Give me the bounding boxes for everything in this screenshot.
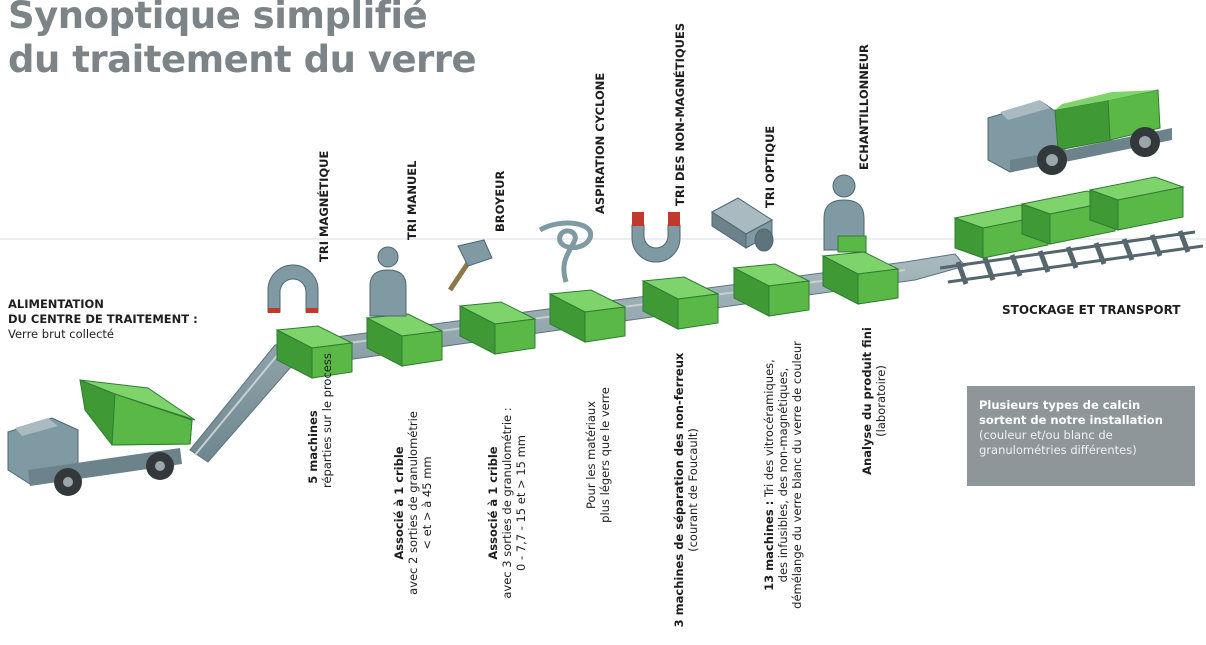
step-note-magnetic-sort: 5 machines réparties sur le process [306, 353, 334, 488]
storage-label: STOCKAGE ET TRANSPORT [1002, 303, 1181, 317]
note-line: des infusibles, des non-magnétiques, [776, 367, 790, 583]
step-name-cyclone: ASPIRATION CYCLONE [593, 72, 607, 214]
note-line: 0 - 7,7 - 15 et > 15 mm [514, 434, 528, 572]
note-bold: 13 machines : [762, 500, 776, 591]
note-line: démélange du verre blanc du verre de cou… [790, 341, 804, 609]
camera-icon [711, 197, 774, 252]
machine-box [365, 313, 444, 367]
dump-truck-icon [7, 379, 196, 496]
step-note-non-magnetic-sort: 3 machines de séparation des non-ferreux… [672, 340, 700, 640]
cyclone-icon [538, 220, 594, 283]
worker-icon [823, 174, 867, 253]
step-name-crusher: BROYEUR [493, 170, 507, 232]
intake-line-1: ALIMENTATION [8, 297, 104, 311]
step-note-sampler: Analyse du produit fini (laboratoire) [860, 326, 888, 476]
step-note-manual-sort: Associé à 1 crible avec 2 sorties de gra… [392, 394, 434, 612]
info-line-2: sortent de notre installation [979, 413, 1163, 427]
worker-icon [369, 246, 407, 317]
note-line: avec 3 sorties de granulométrie : [500, 407, 514, 599]
step-name-non-magnetic-sort: TRI DES NON-MAGNÉTIQUES [673, 22, 687, 206]
step-note-crusher: Associé à 1 crible avec 3 sorties de gra… [486, 384, 528, 622]
machine-box [548, 289, 627, 343]
note-line: < et > à 45 mm [420, 456, 434, 550]
intake-label: ALIMENTATION DU CENTRE DE TRAITEMENT : V… [8, 297, 198, 342]
page-title: Synoptique simplifié du traitement du ve… [8, 0, 477, 82]
machine-box [821, 251, 900, 305]
step-name-manual-sort: TRI MANUEL [405, 160, 419, 240]
railway [939, 230, 1204, 285]
step-name-sampler: ECHANTILLONNEUR [857, 44, 871, 170]
note-line: réparties sur le process [320, 353, 334, 488]
note-bold: Associé à 1 crible [486, 446, 500, 560]
title-line-2: du traitement du verre [8, 38, 477, 81]
machine-box [732, 263, 811, 317]
intake-line-2: DU CENTRE DE TRAITEMENT : [8, 312, 198, 326]
note-line: (courant de Foucault) [686, 428, 700, 552]
machine-box [275, 325, 354, 379]
note-bold: Associé à 1 crible [392, 446, 406, 560]
truck-icon [987, 89, 1172, 175]
note-line: avec 2 sorties de granulométrie [406, 411, 420, 595]
note-bold: 5 machines [306, 410, 320, 484]
info-line-1: Plusieurs types de calcin [979, 398, 1141, 412]
step-note-optical-sort: 13 machines : Tri des vitrocéramiques, d… [762, 310, 804, 640]
step-name-optical-sort: TRI OPTIQUE [763, 125, 777, 208]
train-icon [953, 176, 1185, 259]
machine-box [458, 301, 537, 355]
info-box: Plusieurs types de calcin sortent de not… [967, 386, 1195, 486]
magnet-icon [631, 212, 681, 263]
note-line: Tri des vitrocéramiques, [762, 359, 776, 501]
note-line: (laboratoire) [874, 365, 888, 437]
note-line: plus légers que le verre [598, 387, 612, 523]
hammer-icon [447, 239, 493, 292]
machine-boxes [275, 251, 900, 379]
magnet-icon [267, 264, 319, 313]
machine-box [641, 276, 720, 330]
step-note-cyclone: Pour les matériaux plus légers que le ve… [584, 380, 612, 530]
step-name-magnetic-sort: TRI MAGNÉTIQUE [317, 150, 331, 262]
title-line-1: Synoptique simplifié [8, 0, 428, 37]
info-line-4: granulométries différentes) [979, 443, 1137, 457]
info-line-3: (couleur et/ou blanc de [979, 428, 1113, 442]
note-bold: Analyse du produit fini [860, 327, 874, 475]
intake-line-3: Verre brut collecté [8, 327, 114, 341]
note-bold: 3 machines de séparation des non-ferreux [672, 352, 686, 628]
wagon [1088, 176, 1185, 231]
note-line: Pour les matériaux [584, 400, 598, 510]
